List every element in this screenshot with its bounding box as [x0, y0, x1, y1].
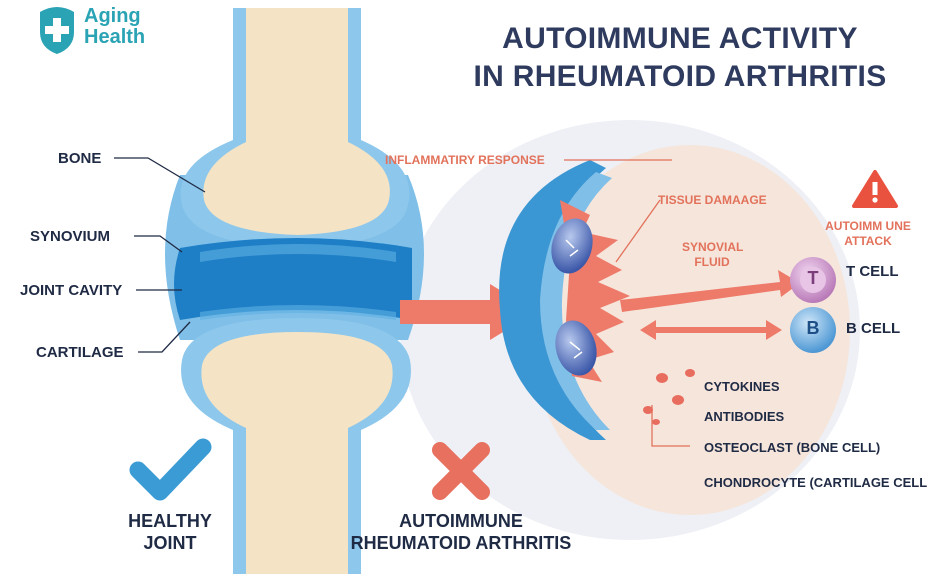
label-synovium: SYNOVIUM	[30, 228, 111, 245]
lower-bone	[201, 332, 393, 574]
title-line-2: IN RHEUMATOID ARTHRITIS	[473, 60, 887, 93]
label-autoimmune-attack: AUTOIMM UNE ATTACK	[818, 219, 918, 249]
logo-wordmark: Aging Health	[84, 6, 145, 48]
warning-triangle-icon	[852, 170, 898, 208]
legend-cytokines: CYTOKINES	[704, 379, 780, 394]
label-leaders	[114, 157, 206, 353]
caption-rheumatoid-arthritis: AUTOIMMUNE RHEUMATOID ARTHRITIS	[347, 510, 575, 554]
label-b-cell: B CELL	[846, 320, 901, 337]
ra-line-2: RHEUMATOID ARTHRITIS	[350, 533, 572, 553]
cross-shield-icon	[40, 7, 74, 54]
t-cell-arrow	[620, 270, 800, 312]
b-cell-arrow	[640, 320, 782, 340]
t-cell-letter: T	[807, 268, 819, 288]
cytokine-particles	[643, 369, 695, 425]
label-joint-cavity: JOINT CAVITY	[20, 282, 123, 299]
synovial-line-2: FLUID	[694, 255, 730, 269]
joint-cavity	[174, 238, 412, 320]
inflamed-capsule	[499, 160, 606, 440]
upper-bone	[203, 8, 390, 235]
healthy-joint	[165, 8, 424, 574]
attack-line-1: AUTOIMM UNE	[825, 219, 911, 233]
ra-line-1: AUTOIMMUNE	[399, 511, 523, 531]
b-cell-letter: B	[806, 318, 820, 338]
legend-antibodies: ANTIBODIES	[704, 409, 785, 424]
caption-healthy-joint: HEALTHY JOINT	[96, 510, 244, 554]
check-icon	[129, 438, 212, 501]
label-synovial-fluid: SYNOVIAL FLUID	[682, 240, 744, 270]
label-tissue-damage: TISSUE DAMAAGE	[658, 193, 767, 207]
immune-cells	[551, 218, 597, 376]
legend-chondrocyte: CHONDROCYTE (CARTILAGE CELL	[704, 475, 928, 490]
b-cell-icon	[790, 307, 836, 353]
synovial-line-1: SYNOVIAL	[682, 240, 744, 254]
label-inflammatory-response: INFLAMMATIRY RESPONSE	[385, 153, 545, 167]
t-cell-icon	[790, 257, 836, 303]
label-t-cell: T CELL	[846, 263, 899, 280]
page-title: AUTOIMMUNE ACTIVITY IN RHEUMATOID ARTHRI…	[445, 20, 915, 96]
logo-line-1: Aging	[84, 5, 141, 27]
label-cartilage: CARTILAGE	[36, 344, 124, 361]
title-line-1: AUTOIMMUNE ACTIVITY	[502, 22, 858, 55]
label-bone: BONE	[58, 150, 102, 167]
annotation-lines	[564, 159, 690, 447]
inflamed-joint	[499, 160, 630, 440]
attack-line-2: ATTACK	[844, 234, 892, 248]
legend-osteoclast: OSTEOCLAST (BONE CELL)	[704, 440, 881, 455]
logo-line-2: Health	[84, 26, 146, 48]
healthy-line-1: HEALTHY	[128, 511, 212, 531]
healthy-line-2: JOINT	[143, 533, 197, 553]
x-icon	[432, 442, 490, 500]
